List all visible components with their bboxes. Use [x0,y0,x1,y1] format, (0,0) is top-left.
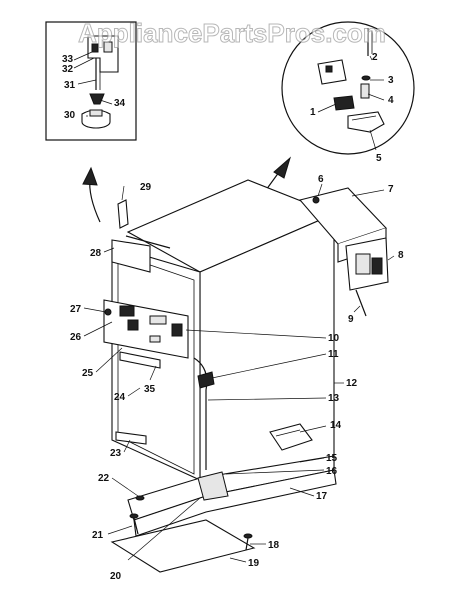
label-25: 25 [82,368,94,379]
label-28: 28 [90,248,102,259]
label-26: 26 [70,332,82,343]
label-34: 34 [114,98,126,109]
label-4: 4 [388,95,394,106]
label-14: 14 [330,420,342,431]
label-33: 33 [62,54,74,65]
label-10: 10 [328,333,340,344]
label-31: 31 [64,80,76,91]
label-27: 27 [70,304,82,315]
label-23: 23 [110,448,122,459]
cabinet-shell [126,179,381,481]
label-18: 18 [268,540,280,551]
clip-part-29 [117,199,129,229]
wire-harness [193,357,215,470]
label-5: 5 [376,153,382,164]
label-29: 29 [140,182,152,193]
label-1: 1 [310,107,316,118]
label-11: 11 [328,349,339,360]
leader-lines [73,51,395,563]
label-32: 32 [62,64,74,75]
label-12: 12 [346,378,358,389]
label-8: 8 [398,250,404,261]
label-22: 22 [98,473,110,484]
part-labels: 33 32 31 34 30 2 3 4 1 5 29 6 7 28 8 27 … [62,52,404,582]
label-6: 6 [318,174,324,185]
label-30: 30 [64,110,76,121]
watermark-text: AppliancePartsPros.com [78,18,386,48]
label-3: 3 [388,75,394,86]
label-19: 19 [248,558,260,569]
label-13: 13 [328,393,340,404]
label-16: 16 [326,466,338,477]
label-17: 17 [316,491,328,502]
label-7: 7 [388,184,394,195]
label-21: 21 [92,530,104,541]
control-assembly-part-8 [345,237,389,317]
inset-detail-box [45,21,137,141]
kick-plate-part-19 [110,519,256,573]
label-2: 2 [372,52,378,63]
label-20: 20 [110,571,122,582]
inset-detail-circle [281,21,415,155]
label-24: 24 [114,392,126,403]
screws [129,495,253,551]
label-35: 35 [144,384,156,395]
label-9: 9 [348,314,354,325]
control-board [103,299,189,369]
label-15: 15 [326,453,338,464]
